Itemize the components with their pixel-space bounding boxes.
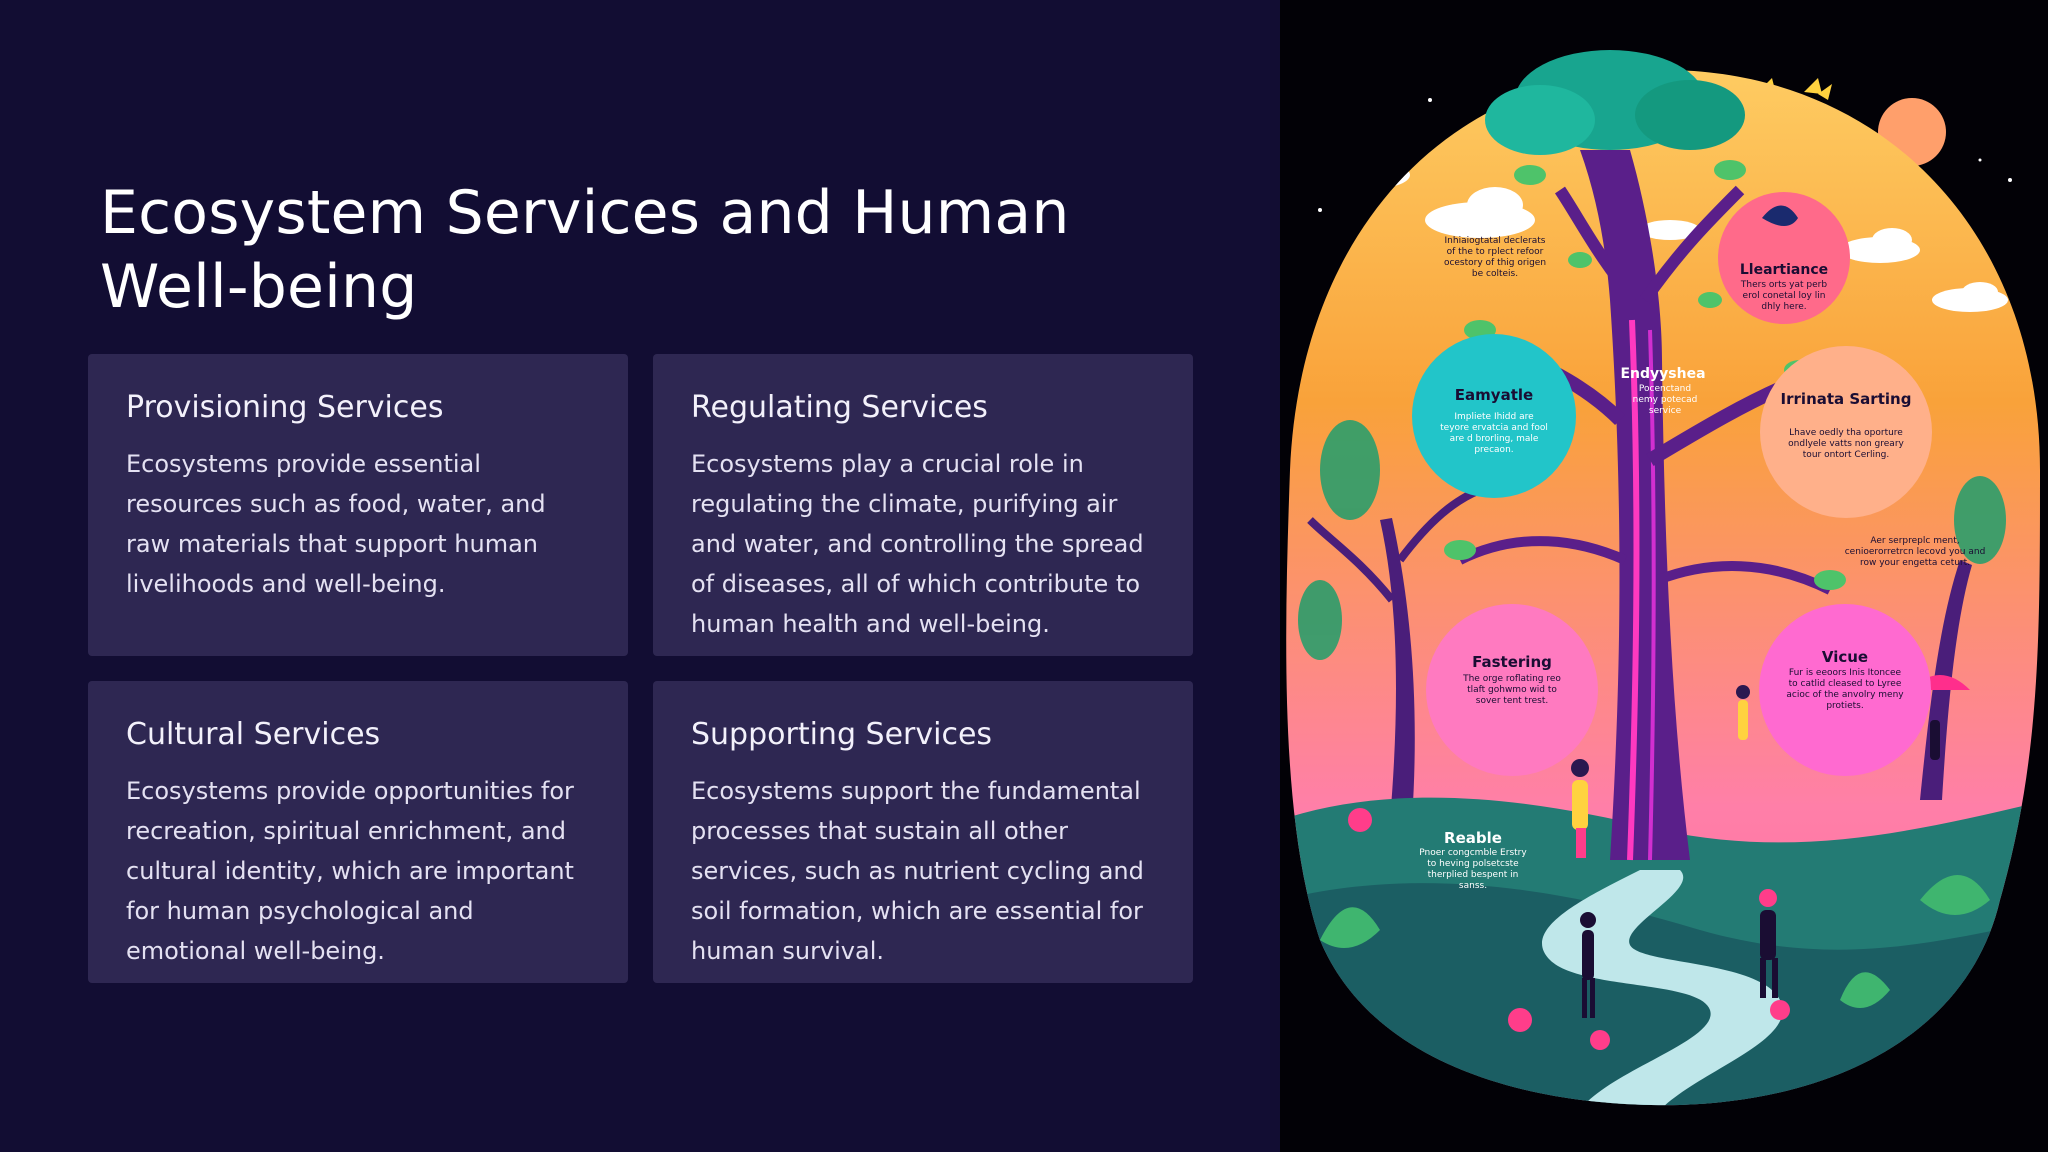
page-title: Ecosystem Services and Human Well-being (100, 178, 1070, 322)
bubble-irrinata-note: Lhave oedly tha oporture ondlyele vatts … (1788, 428, 1904, 460)
star-icon (1318, 98, 2012, 212)
bubble-vicue-title: Vicue (1822, 648, 1868, 666)
card-title: Regulating Services (691, 390, 988, 425)
card-title: Cultural Services (126, 717, 381, 752)
butterfly-icon (1804, 78, 1832, 100)
card-regulating-services: Regulating Services Ecosystems play a cr… (653, 354, 1193, 656)
bubble-fastering-title: Fastering (1472, 653, 1552, 671)
bubble-leartiance-title: Lleartiance (1740, 262, 1828, 278)
tree (1444, 50, 1846, 861)
top-left-note: Inhiaiogtatal declerats of the to rplect… (1444, 236, 1546, 279)
bubble-leartiance (1718, 192, 1850, 324)
card-provisioning-services: Provisioning Services Ecosystems provide… (88, 354, 628, 656)
center-note: Pocenctand nemy potecad service (1633, 384, 1698, 416)
bubble-fastering-note: The orge roflating reo tlaft gohwmo wid … (1463, 674, 1561, 706)
card-supporting-services: Supporting Services Ecosystems support t… (653, 681, 1193, 983)
bubble-vicue (1759, 604, 1931, 776)
bubble-reable-title: Reable (1444, 829, 1502, 847)
bubble-vicue-note: Fur is eeoors Inis Itoncee to catlid cle… (1786, 668, 1903, 711)
bubble-irrinata (1760, 346, 1932, 518)
card-cultural-services: Cultural Services Ecosystems provide opp… (88, 681, 628, 983)
bubble-irrinata-title: Irrinata Sarting (1781, 390, 1912, 408)
bubble-fastering (1426, 604, 1598, 776)
ecosystem-tree-illustration: Lleartiance Eamyatle Irrinata Sarting Fa… (1280, 0, 2048, 1152)
card-body: Ecosystems provide opportunities for rec… (126, 777, 574, 965)
cloud-icon (1330, 148, 2008, 312)
bubble-leartiance-note: Thers orts yat perb erol conetal loy lin… (1741, 280, 1827, 312)
center-title: Endyyshea (1620, 366, 1705, 382)
bubble-eamyatle-note: Impliete Ihidd are teyore ervatcia and f… (1440, 412, 1548, 455)
slide-content: Ecosystem Services and Human Well-being … (88, 178, 1193, 983)
illustration-canvas: Lleartiance Eamyatle Irrinata Sarting Fa… (1286, 50, 2040, 1106)
bubble-eamyatle-title: Eamyatle (1455, 386, 1533, 404)
right-note: Aer serpreplc ment, cenioerorretrcn leco… (1845, 536, 1986, 568)
card-title: Supporting Services (691, 717, 993, 752)
card-body: Ecosystems support the fundamental proce… (691, 777, 1144, 965)
river-path (1542, 870, 1783, 1106)
bubble-eamyatle (1412, 334, 1576, 498)
bubble-reable-note: Pnoer congcmble Erstry to heving polsetc… (1419, 848, 1526, 891)
card-body: Ecosystems play a crucial role in regula… (691, 450, 1144, 638)
card-title: Provisioning Services (126, 390, 444, 425)
card-body: Ecosystems provide essential resources s… (126, 450, 546, 598)
bird-icon (1762, 205, 1798, 226)
